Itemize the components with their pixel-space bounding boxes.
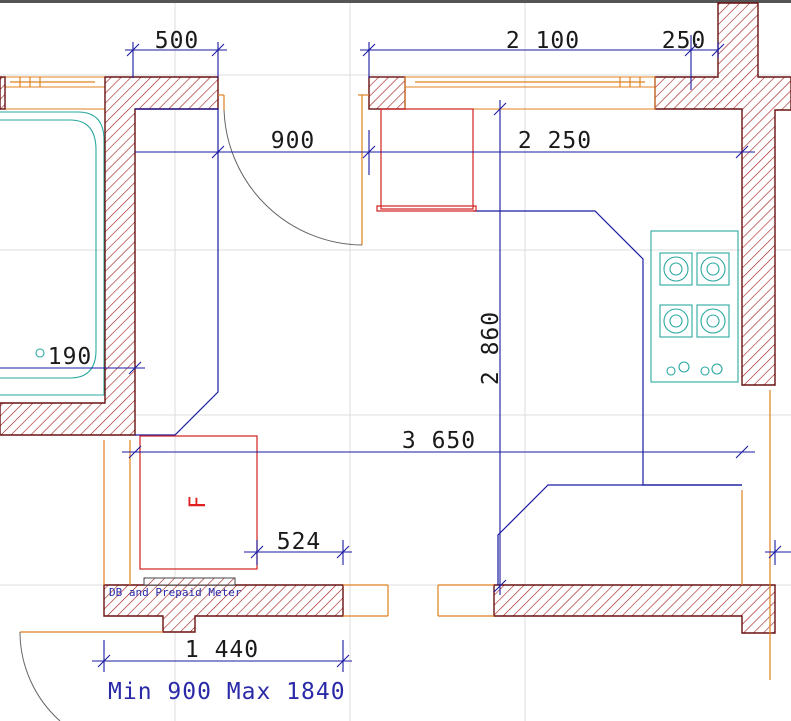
- wall-bottom-right: [493, 584, 776, 634]
- stove: [650, 230, 739, 383]
- counters: [135, 108, 742, 585]
- fridge-label: F: [186, 496, 211, 509]
- wall-left-column: [0, 76, 219, 436]
- dim-2860: 2 860: [478, 311, 504, 385]
- screen-top-edge: [0, 0, 791, 3]
- tall-cabinet: [380, 108, 474, 210]
- db-meter-label: DB and Prepaid Meter: [109, 586, 242, 599]
- fixtures: F: [139, 108, 477, 570]
- wall-top-right: [654, 2, 791, 386]
- wall-left-upper-stub: [0, 76, 6, 110]
- dim-1440: 1 440: [185, 637, 259, 663]
- dim-524: 524: [277, 529, 322, 555]
- dim-500: 500: [155, 28, 200, 54]
- dim-250: 250: [662, 28, 707, 54]
- dim-190: 190: [48, 344, 93, 370]
- left-window: [0, 76, 106, 110]
- dim-900: 900: [271, 128, 316, 154]
- wall-mid-stub: [368, 76, 406, 110]
- cabinet-base: [376, 205, 477, 212]
- dim-3650: 3 650: [402, 428, 476, 454]
- dim-2250: 2 250: [518, 128, 592, 154]
- bathtub: [0, 111, 105, 396]
- wall-bottom-left: [103, 584, 344, 633]
- kitchen-window: [404, 76, 656, 110]
- dim-2100: 2 100: [506, 28, 580, 54]
- walls: [0, 2, 791, 634]
- db-meter-panel: [143, 577, 236, 586]
- dimension-lines: [0, 35, 791, 672]
- min-max-note: Min 900 Max 1840: [108, 679, 346, 705]
- door: [19, 94, 771, 721]
- fridge-box: [139, 435, 258, 570]
